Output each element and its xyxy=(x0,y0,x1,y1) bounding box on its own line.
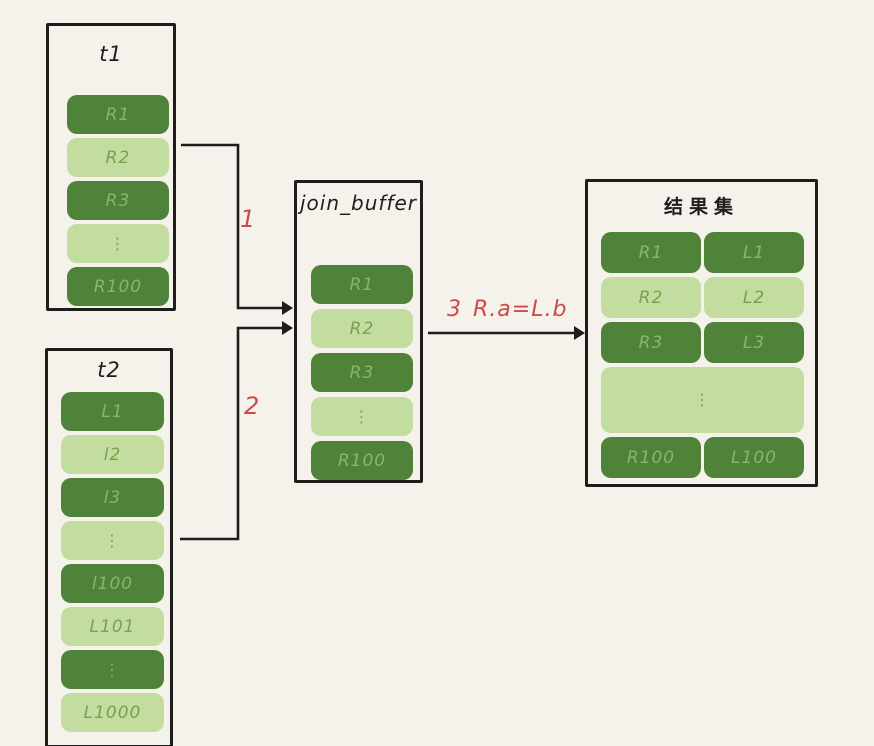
arrow-step3-head xyxy=(574,326,585,340)
join-buffer-rows: R1 R2 R3 ⋮ R100 xyxy=(311,265,413,480)
step2-annotation: 2 xyxy=(244,392,260,420)
table-row: R1 xyxy=(67,95,169,134)
result-row: R1 L1 xyxy=(601,232,804,273)
result-row: ⋮ xyxy=(601,367,804,433)
result-set-title: 结果集 xyxy=(663,196,739,218)
result-set-rows: R1 L1 R2 L2 R3 L3 ⋮ R100 L100 xyxy=(601,232,804,478)
result-row: R3 L3 xyxy=(601,322,804,363)
result-cell-right: L100 xyxy=(704,437,804,478)
table-row: L1000 xyxy=(61,693,164,732)
arrow-step2-line xyxy=(180,326,283,541)
table-row: L101 xyxy=(61,607,164,646)
result-cell-left: R2 xyxy=(601,277,701,318)
buffer-row: R1 xyxy=(311,265,413,304)
step3-annotation: 3 R.a=L.b xyxy=(447,297,567,322)
table-row: R2 xyxy=(67,138,169,177)
result-cell-right: L1 xyxy=(704,232,804,273)
arrow-step1-line xyxy=(181,143,283,310)
ellipsis-row: ⋮ xyxy=(61,521,164,560)
result-cell-left: R3 xyxy=(601,322,701,363)
table-t2-title: t2 xyxy=(97,358,121,382)
ellipsis-row: ⋮ xyxy=(67,224,169,263)
result-row: R100 L100 xyxy=(601,437,804,478)
table-row: l100 xyxy=(61,564,164,603)
result-cell-left: R100 xyxy=(601,437,701,478)
table-row: L1 xyxy=(61,392,164,431)
result-set-box: 结果集 R1 L1 R2 L2 R3 L3 ⋮ R100 L100 xyxy=(585,179,818,487)
join-buffer-title: join_buffer xyxy=(299,191,417,215)
ellipsis-row: ⋮ xyxy=(601,367,804,433)
result-cell-right: L2 xyxy=(704,277,804,318)
table-row: l2 xyxy=(61,435,164,474)
step1-number: 1 xyxy=(240,205,257,233)
buffer-row: R2 xyxy=(311,309,413,348)
step2-number: 2 xyxy=(244,392,261,420)
buffer-row: R3 xyxy=(311,353,413,392)
table-row: R3 xyxy=(67,181,169,220)
buffer-row: R100 xyxy=(311,441,413,480)
table-row: l3 xyxy=(61,478,164,517)
arrow-step1-head xyxy=(282,301,293,315)
table-t1-title: t1 xyxy=(99,42,123,66)
arrow-step2-head xyxy=(282,321,293,335)
result-cell-right: L3 xyxy=(704,322,804,363)
table-t2-rows: L1 l2 l3 ⋮ l100 L101 ⋮ L1000 xyxy=(61,392,164,732)
join-condition: R.a=L.b xyxy=(473,297,568,322)
table-t1-rows: R1 R2 R3 ⋮ R100 xyxy=(67,95,169,306)
table-row: R100 xyxy=(67,267,169,306)
table-t2-box: t2 L1 l2 l3 ⋮ l100 L101 ⋮ L1000 xyxy=(45,348,173,746)
step3-number: 3 xyxy=(447,297,462,322)
ellipsis-row: ⋮ xyxy=(311,397,413,436)
result-row: R2 L2 xyxy=(601,277,804,318)
result-cell-left: R1 xyxy=(601,232,701,273)
step1-annotation: 1 xyxy=(240,205,256,233)
ellipsis-row: ⋮ xyxy=(61,650,164,689)
join-buffer-box: join_buffer R1 R2 R3 ⋮ R100 xyxy=(294,180,423,483)
table-t1-box: t1 R1 R2 R3 ⋮ R100 xyxy=(46,23,176,311)
